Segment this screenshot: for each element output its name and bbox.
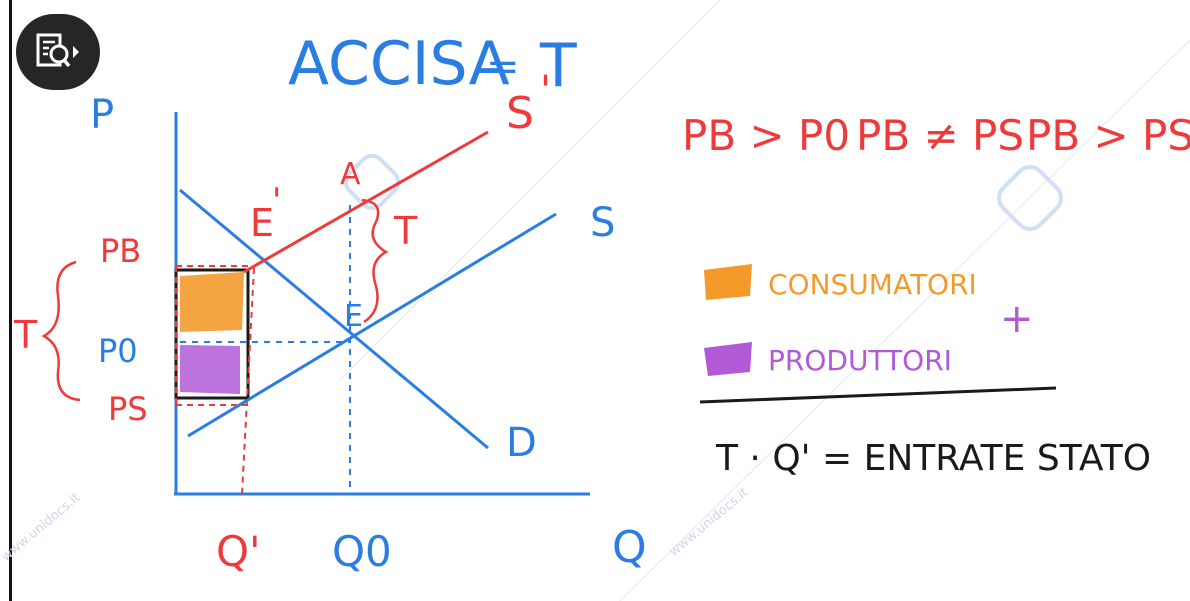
label-demand: D [506, 420, 537, 466]
label-point-e: E [344, 299, 363, 334]
supply-curve-shifted [243, 130, 489, 274]
label-point-a: A [340, 157, 361, 192]
label-tax-right: T [393, 209, 418, 253]
label-supply-shifted-mark: ' [540, 68, 551, 114]
demand-curve [179, 188, 489, 450]
label-quantity-zero: Q0 [332, 527, 392, 576]
label-price-seller: PS [108, 390, 148, 428]
axis-label-p: P [90, 92, 114, 138]
title-tax: T [539, 31, 577, 101]
watermark-logo-2 [997, 165, 1063, 231]
label-supply-shifted: S [506, 88, 534, 139]
label-supply: S [590, 200, 615, 246]
legend-swatch-consumers [704, 264, 752, 300]
legend-swatch-producers [704, 342, 752, 376]
legend-producers: PRODUTTORI [768, 344, 952, 377]
left-edge-bar [9, 0, 12, 601]
title-accisa: ACCISA [288, 29, 510, 99]
watermark-logo-1 [343, 153, 401, 211]
relation-pb-ne-ps: PB ≠ PS [856, 111, 1024, 160]
relation-pb-gt-ps: PB > PS [1026, 111, 1190, 160]
document-preview-icon [36, 33, 79, 68]
label-point-e-prime: E [250, 201, 274, 245]
label-quantity-prime: Q' [216, 527, 261, 576]
label-price-zero: P0 [98, 332, 138, 370]
supply-curve [187, 212, 557, 438]
tax-dashed-lines [175, 265, 256, 495]
equilibrium-dashed-lines [180, 205, 351, 494]
relation-pb-gt-p0: PB > P0 [682, 111, 850, 160]
legend-consumers: CONSUMATORI [768, 268, 977, 301]
label-tax-left: T [13, 313, 38, 357]
revenue-formula: T · Q' = ENTRATE STATO [715, 438, 1151, 479]
axis-label-q: Q [612, 522, 647, 573]
watermark-lines [339, 0, 1190, 601]
consumer-area [180, 272, 244, 332]
title-equals: = [486, 44, 520, 90]
legend-plus: + [1000, 296, 1034, 342]
tax-brace-left [41, 260, 81, 402]
label-price-buyer: PB [100, 232, 141, 270]
document-preview-button[interactable] [16, 14, 100, 90]
label-point-e-prime-mark: ' [272, 181, 281, 221]
producer-area [180, 345, 240, 394]
tax-brace-right [361, 198, 389, 324]
legend-sum-line [699, 386, 1057, 404]
